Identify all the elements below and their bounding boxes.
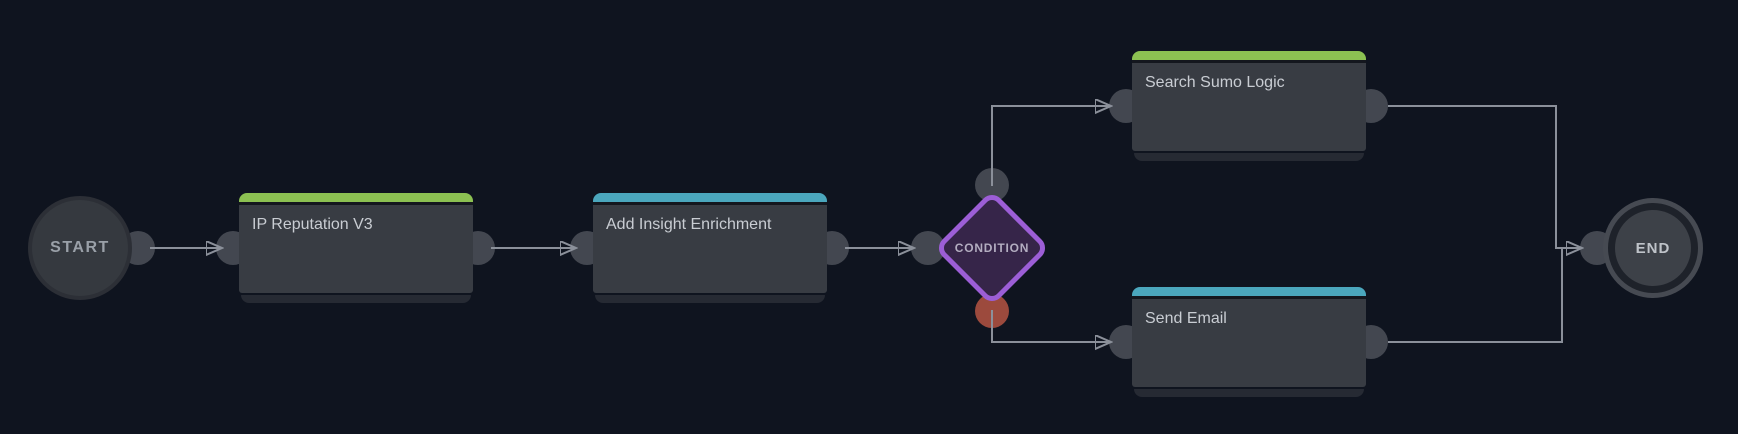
edge-condition-to-search-sumo (991, 106, 1110, 186)
start-node-label: START (50, 239, 110, 256)
start-node[interactable]: START (28, 196, 132, 300)
action-node-body[interactable]: Search Sumo Logic (1132, 63, 1366, 151)
action-node-stack-strip (595, 295, 825, 303)
end-node-label: END (1635, 239, 1671, 257)
action-node-label: Add Insight Enrichment (606, 216, 772, 233)
edge-condition-to-send-email (991, 310, 1110, 342)
accent-divider (593, 202, 827, 205)
accent-divider (1132, 296, 1366, 299)
action-node-add-insight-enrichment[interactable]: Add Insight Enrichment (593, 193, 827, 303)
action-node-stack-strip (241, 295, 471, 303)
action-node-body[interactable]: Send Email (1132, 299, 1366, 387)
action-node-label: IP Reputation V3 (252, 216, 373, 233)
end-node-inner-circle: END (1615, 210, 1691, 286)
action-node-body[interactable]: IP Reputation V3 (239, 205, 473, 293)
edge-search-sumo-to-end (1388, 105, 1581, 248)
accent-bar-green (1132, 51, 1366, 60)
accent-bar-green (239, 193, 473, 202)
end-node[interactable]: END (1603, 198, 1703, 298)
action-node-stack-strip (1134, 389, 1364, 397)
accent-divider (239, 202, 473, 205)
action-node-search-sumo-logic[interactable]: Search Sumo Logic (1132, 51, 1366, 161)
action-node-stack-strip (1134, 153, 1364, 161)
action-node-label: Send Email (1145, 310, 1227, 327)
accent-bar-teal (593, 193, 827, 202)
condition-node-label: CONDITION (954, 241, 1030, 255)
accent-divider (1132, 60, 1366, 63)
action-node-ip-reputation-v3[interactable]: IP Reputation V3 (239, 193, 473, 303)
action-node-send-email[interactable]: Send Email (1132, 287, 1366, 397)
action-node-body[interactable]: Add Insight Enrichment (593, 205, 827, 293)
edge-send-email-to-end (1388, 248, 1563, 343)
accent-bar-teal (1132, 287, 1366, 296)
action-node-label: Search Sumo Logic (1145, 74, 1285, 91)
